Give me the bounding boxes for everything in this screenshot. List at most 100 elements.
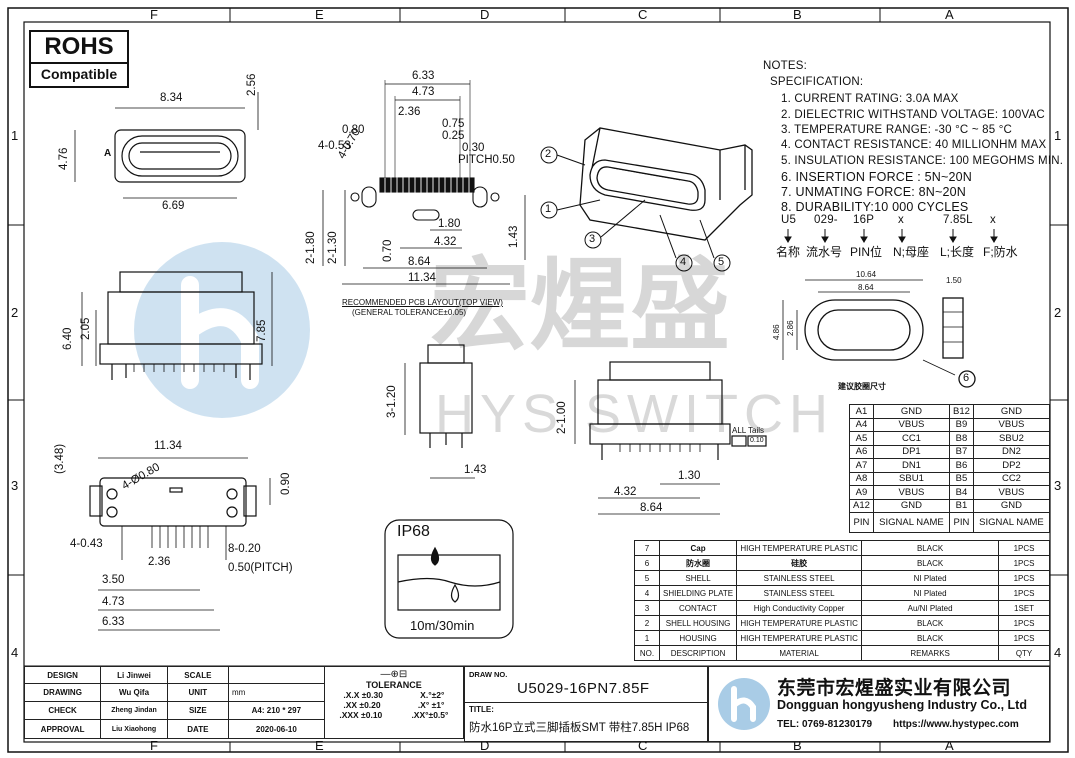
dim-pcb-0-75: 0.75 xyxy=(442,118,465,130)
signal-header-b: SIGNAL NAME xyxy=(972,512,1051,533)
col-label-c-bottom: C xyxy=(638,738,648,753)
bom-qty: 1PCS xyxy=(998,555,1050,571)
signal-b: VBUS xyxy=(972,485,1051,500)
bom-remarks: BLACK xyxy=(861,630,1000,646)
note-item-8: 8. DURABILITY:10 000 CYCLES xyxy=(781,200,969,214)
size-value: A4: 210 * 297 xyxy=(227,701,325,720)
ip68-depth: 10m/30min xyxy=(410,618,475,633)
company-logo-icon xyxy=(718,678,770,730)
notes-heading: NOTES: xyxy=(763,60,808,72)
row-label-4-right: 4 xyxy=(1054,645,1062,660)
dim-gasket-1-50: 1.50 xyxy=(946,276,962,285)
signal-b: DN2 xyxy=(972,444,1051,459)
design-value: Li Jinwei xyxy=(100,666,168,684)
bom-qty: 1PCS xyxy=(998,540,1050,556)
title-block-info: DESIGN Li Jinwei SCALE —⊕⊟ TOLERANCE .X.… xyxy=(23,666,465,739)
bom-remarks: BLACK xyxy=(861,615,1000,631)
flatness-value: 0.10 xyxy=(750,437,764,444)
approval-label: APPROVAL xyxy=(23,719,102,739)
row-label-1-left: 1 xyxy=(11,128,19,143)
bom-material: High Conductivity Copper xyxy=(736,600,863,616)
signal-a: GND xyxy=(872,498,950,513)
dim-pcb-4-0-53: 4-0.53 xyxy=(318,140,351,152)
bom-description: HOUSING xyxy=(658,630,738,646)
note-item-6: 6. INSERTION FORCE : 5N~20N xyxy=(781,170,972,184)
dim-top-a-mark: A xyxy=(104,148,112,159)
bom-no: 3 xyxy=(634,600,660,616)
tol-xxx: .XX ±0.20 xyxy=(343,700,381,710)
code-meaning-name: 名称 xyxy=(776,245,801,259)
dim-top-2-56: 2.56 xyxy=(246,73,258,96)
bom-remarks: BLACK xyxy=(861,540,1000,556)
bom-description: 防水圈 xyxy=(658,555,738,571)
col-label-a-bottom: A xyxy=(945,738,954,753)
col-label-f-top: F xyxy=(150,7,158,22)
signal-a: DN1 xyxy=(872,458,950,473)
bom-remarks: BLACK xyxy=(861,555,1000,571)
dim-pcb-0-80: 0.80 xyxy=(342,124,365,136)
tol-deg-2: X.°±2° xyxy=(420,690,445,700)
company-name-en: Dongguan hongyusheng Industry Co., Ltd xyxy=(777,698,1027,712)
dim-bottom-4-0-43: 4-0.43 xyxy=(70,538,103,550)
pin-b: B7 xyxy=(948,444,974,459)
dim-gasket-8-64: 8.64 xyxy=(858,283,874,292)
dim-bottom-3-48: (3.48) xyxy=(54,443,66,474)
dim-bottom-8-0-20: 8-0.20 xyxy=(228,543,261,555)
col-label-d-bottom: D xyxy=(480,738,490,753)
bom-qty: 1PCS xyxy=(998,585,1050,601)
dim-front-2-05: 2.05 xyxy=(80,317,92,340)
note-item-1: 1. CURRENT RATING: 3.0A MAX xyxy=(781,93,959,105)
note-item-3: 3. TEMPERATURE RANGE: -30 °C ~ 85 °C xyxy=(781,124,1013,136)
bom-no: 1 xyxy=(634,630,660,646)
signal-header-a: SIGNAL NAME xyxy=(872,512,950,533)
check-label: CHECK xyxy=(23,701,102,720)
gasket-view xyxy=(782,279,976,388)
pin-a: A5 xyxy=(849,431,874,446)
bom-description: SHELL HOUSING xyxy=(658,615,738,631)
col-label-b-top: B xyxy=(793,7,802,22)
code-meaning-length: L;长度 xyxy=(940,245,975,259)
bom-material: HIGH TEMPERATURE PLASTIC xyxy=(736,540,863,556)
dim-pcb-11-34: 11.34 xyxy=(408,272,436,284)
size-label: SIZE xyxy=(166,701,229,720)
side-view xyxy=(404,344,475,479)
pin-a: A7 xyxy=(849,458,874,473)
bom-material: HIGH TEMPERATURE PLASTIC xyxy=(736,615,863,631)
tol-xxxx: .XXX ±0.10 xyxy=(339,710,383,720)
dim-side-1-43: 1.43 xyxy=(464,464,487,476)
signal-b: DP2 xyxy=(972,458,1051,473)
watermark-sub: HYS SWITCH xyxy=(435,384,834,444)
dim-pcb-2-36: 2.36 xyxy=(398,106,421,118)
title-value: 防水16P立式三脚插板SMT 带柱7.85H IP68 xyxy=(469,722,690,734)
dim-bottom-11-34: 11.34 xyxy=(154,440,182,452)
col-label-d-top: D xyxy=(480,7,490,22)
pin-a: A8 xyxy=(849,471,874,486)
dim-bottom-0-90: 0.90 xyxy=(280,472,292,495)
bom-header-no: NO. xyxy=(634,645,660,661)
date-label: DATE xyxy=(166,719,229,739)
row-label-2-right: 2 xyxy=(1054,305,1062,320)
dim-rear-1-30: 1.30 xyxy=(678,470,701,482)
title-label: TITLE: xyxy=(469,705,494,714)
bom-no: 4 xyxy=(634,585,660,601)
rohs-title: ROHS xyxy=(31,32,127,64)
pcb-layout xyxy=(322,80,526,285)
row-label-3-left: 3 xyxy=(11,478,19,493)
scale-label: SCALE xyxy=(166,666,229,684)
bottom-view xyxy=(89,457,271,631)
ip68-title: IP68 xyxy=(397,523,430,540)
dim-pcb-0-70: 0.70 xyxy=(382,239,394,262)
pin-b: B4 xyxy=(948,485,974,500)
code-meaning-female: N;母座 xyxy=(893,245,930,259)
drawno-box: DRAW NO. U5029-16PN7.85F TITLE: 防水16P立式三… xyxy=(464,666,708,742)
pin-a: A4 xyxy=(849,417,874,432)
front-view xyxy=(81,271,273,380)
